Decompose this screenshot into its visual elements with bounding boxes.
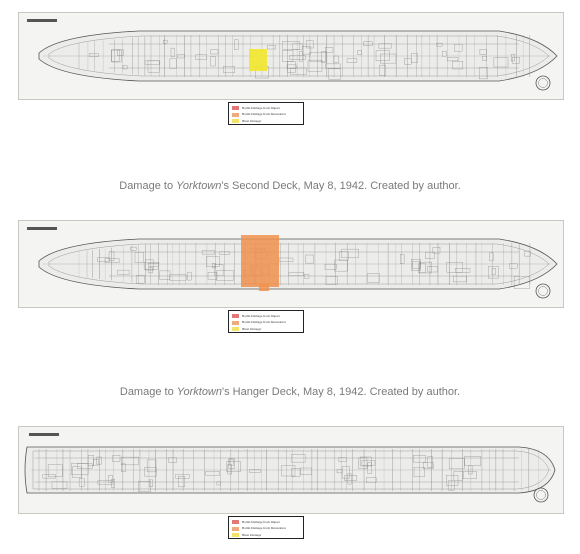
- legend-item-blast: Blast Damage: [232, 118, 300, 124]
- deck-plan-top-drawing: [27, 19, 558, 91]
- legend-item-detonation: Bomb Damage from Detonation: [232, 526, 300, 532]
- legend-middle: Bomb Damage from Impact Bomb Damage from…: [228, 310, 304, 333]
- legend-swatch: [232, 526, 239, 531]
- legend-item-blast: Blast Damage: [232, 326, 300, 332]
- deck-plan-top: [18, 12, 564, 100]
- legend-item-blast: Blast Damage: [232, 532, 300, 538]
- ship-seal-icon: [533, 487, 549, 503]
- ship-seal-icon: [535, 75, 551, 91]
- detonation-damage-area: [241, 235, 279, 287]
- caption-second-deck: Damage to Yorktown's Second Deck, May 8,…: [119, 180, 461, 192]
- deck-plan-middle: [18, 220, 564, 308]
- legend-swatch: [232, 112, 239, 117]
- blast-damage-area: [249, 49, 267, 71]
- legend-swatch: [232, 327, 239, 331]
- legend-item-impact: Bomb Damage from Impact: [232, 105, 300, 111]
- legend-item-detonation: Bomb Damage from Detonation: [232, 320, 300, 326]
- legend-top: Bomb Damage from Impact Bomb Damage from…: [228, 102, 304, 125]
- detonation-damage-area: [259, 283, 269, 291]
- legend-swatch: [232, 320, 239, 325]
- legend-item-impact: Bomb Damage from Impact: [232, 313, 300, 319]
- legend-swatch: [232, 533, 239, 537]
- hull-linework: [24, 433, 556, 494]
- legend-bottom: Bomb Damage from Impact Bomb Damage from…: [228, 516, 304, 539]
- deck-plan-bottom-drawing: [24, 433, 556, 503]
- legend-swatch: [232, 119, 239, 123]
- legend-item-impact: Bomb Damage from Impact: [232, 519, 300, 525]
- deck-plan-middle-drawing: [27, 227, 558, 299]
- legend-swatch: [232, 520, 239, 524]
- ship-seal-icon: [535, 283, 551, 299]
- hull-linework: [27, 19, 558, 82]
- caption-hanger-deck: Damage to Yorktown's Hanger Deck, May 8,…: [119, 386, 461, 398]
- legend-swatch: [232, 314, 239, 318]
- legend-item-detonation: Bomb Damage from Detonation: [232, 112, 300, 118]
- hull-linework: [27, 227, 558, 290]
- deck-plan-bottom: [18, 426, 564, 514]
- legend-swatch: [232, 106, 239, 110]
